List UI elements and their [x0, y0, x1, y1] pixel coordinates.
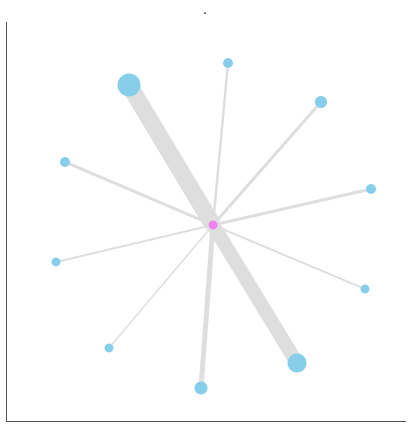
node-n4[interactable] [60, 157, 70, 167]
node-n8[interactable] [104, 343, 114, 353]
node-n10[interactable] [287, 353, 307, 373]
diagram-title: . [203, 3, 207, 17]
node-n5[interactable] [366, 184, 376, 194]
node-n3[interactable] [315, 96, 327, 108]
edge-n2 [211, 62, 230, 226]
node-n9[interactable] [194, 381, 208, 395]
edge-n5 [212, 187, 372, 227]
edges-layer [55, 62, 372, 389]
node-n7[interactable] [360, 284, 370, 294]
edge-n10 [207, 221, 303, 367]
edge-n9 [198, 224, 216, 389]
nodes-layer [51, 58, 376, 395]
edge-n1 [121, 80, 221, 230]
edge-n7 [212, 224, 366, 290]
edge-n6 [55, 224, 214, 263]
node-n6[interactable] [51, 257, 61, 267]
node-center-hub[interactable] [208, 220, 218, 230]
node-n2[interactable] [223, 58, 233, 68]
edge-n4 [64, 160, 214, 227]
node-n1[interactable] [117, 73, 141, 97]
edge-n3 [211, 101, 323, 226]
edge-n8 [108, 224, 214, 349]
